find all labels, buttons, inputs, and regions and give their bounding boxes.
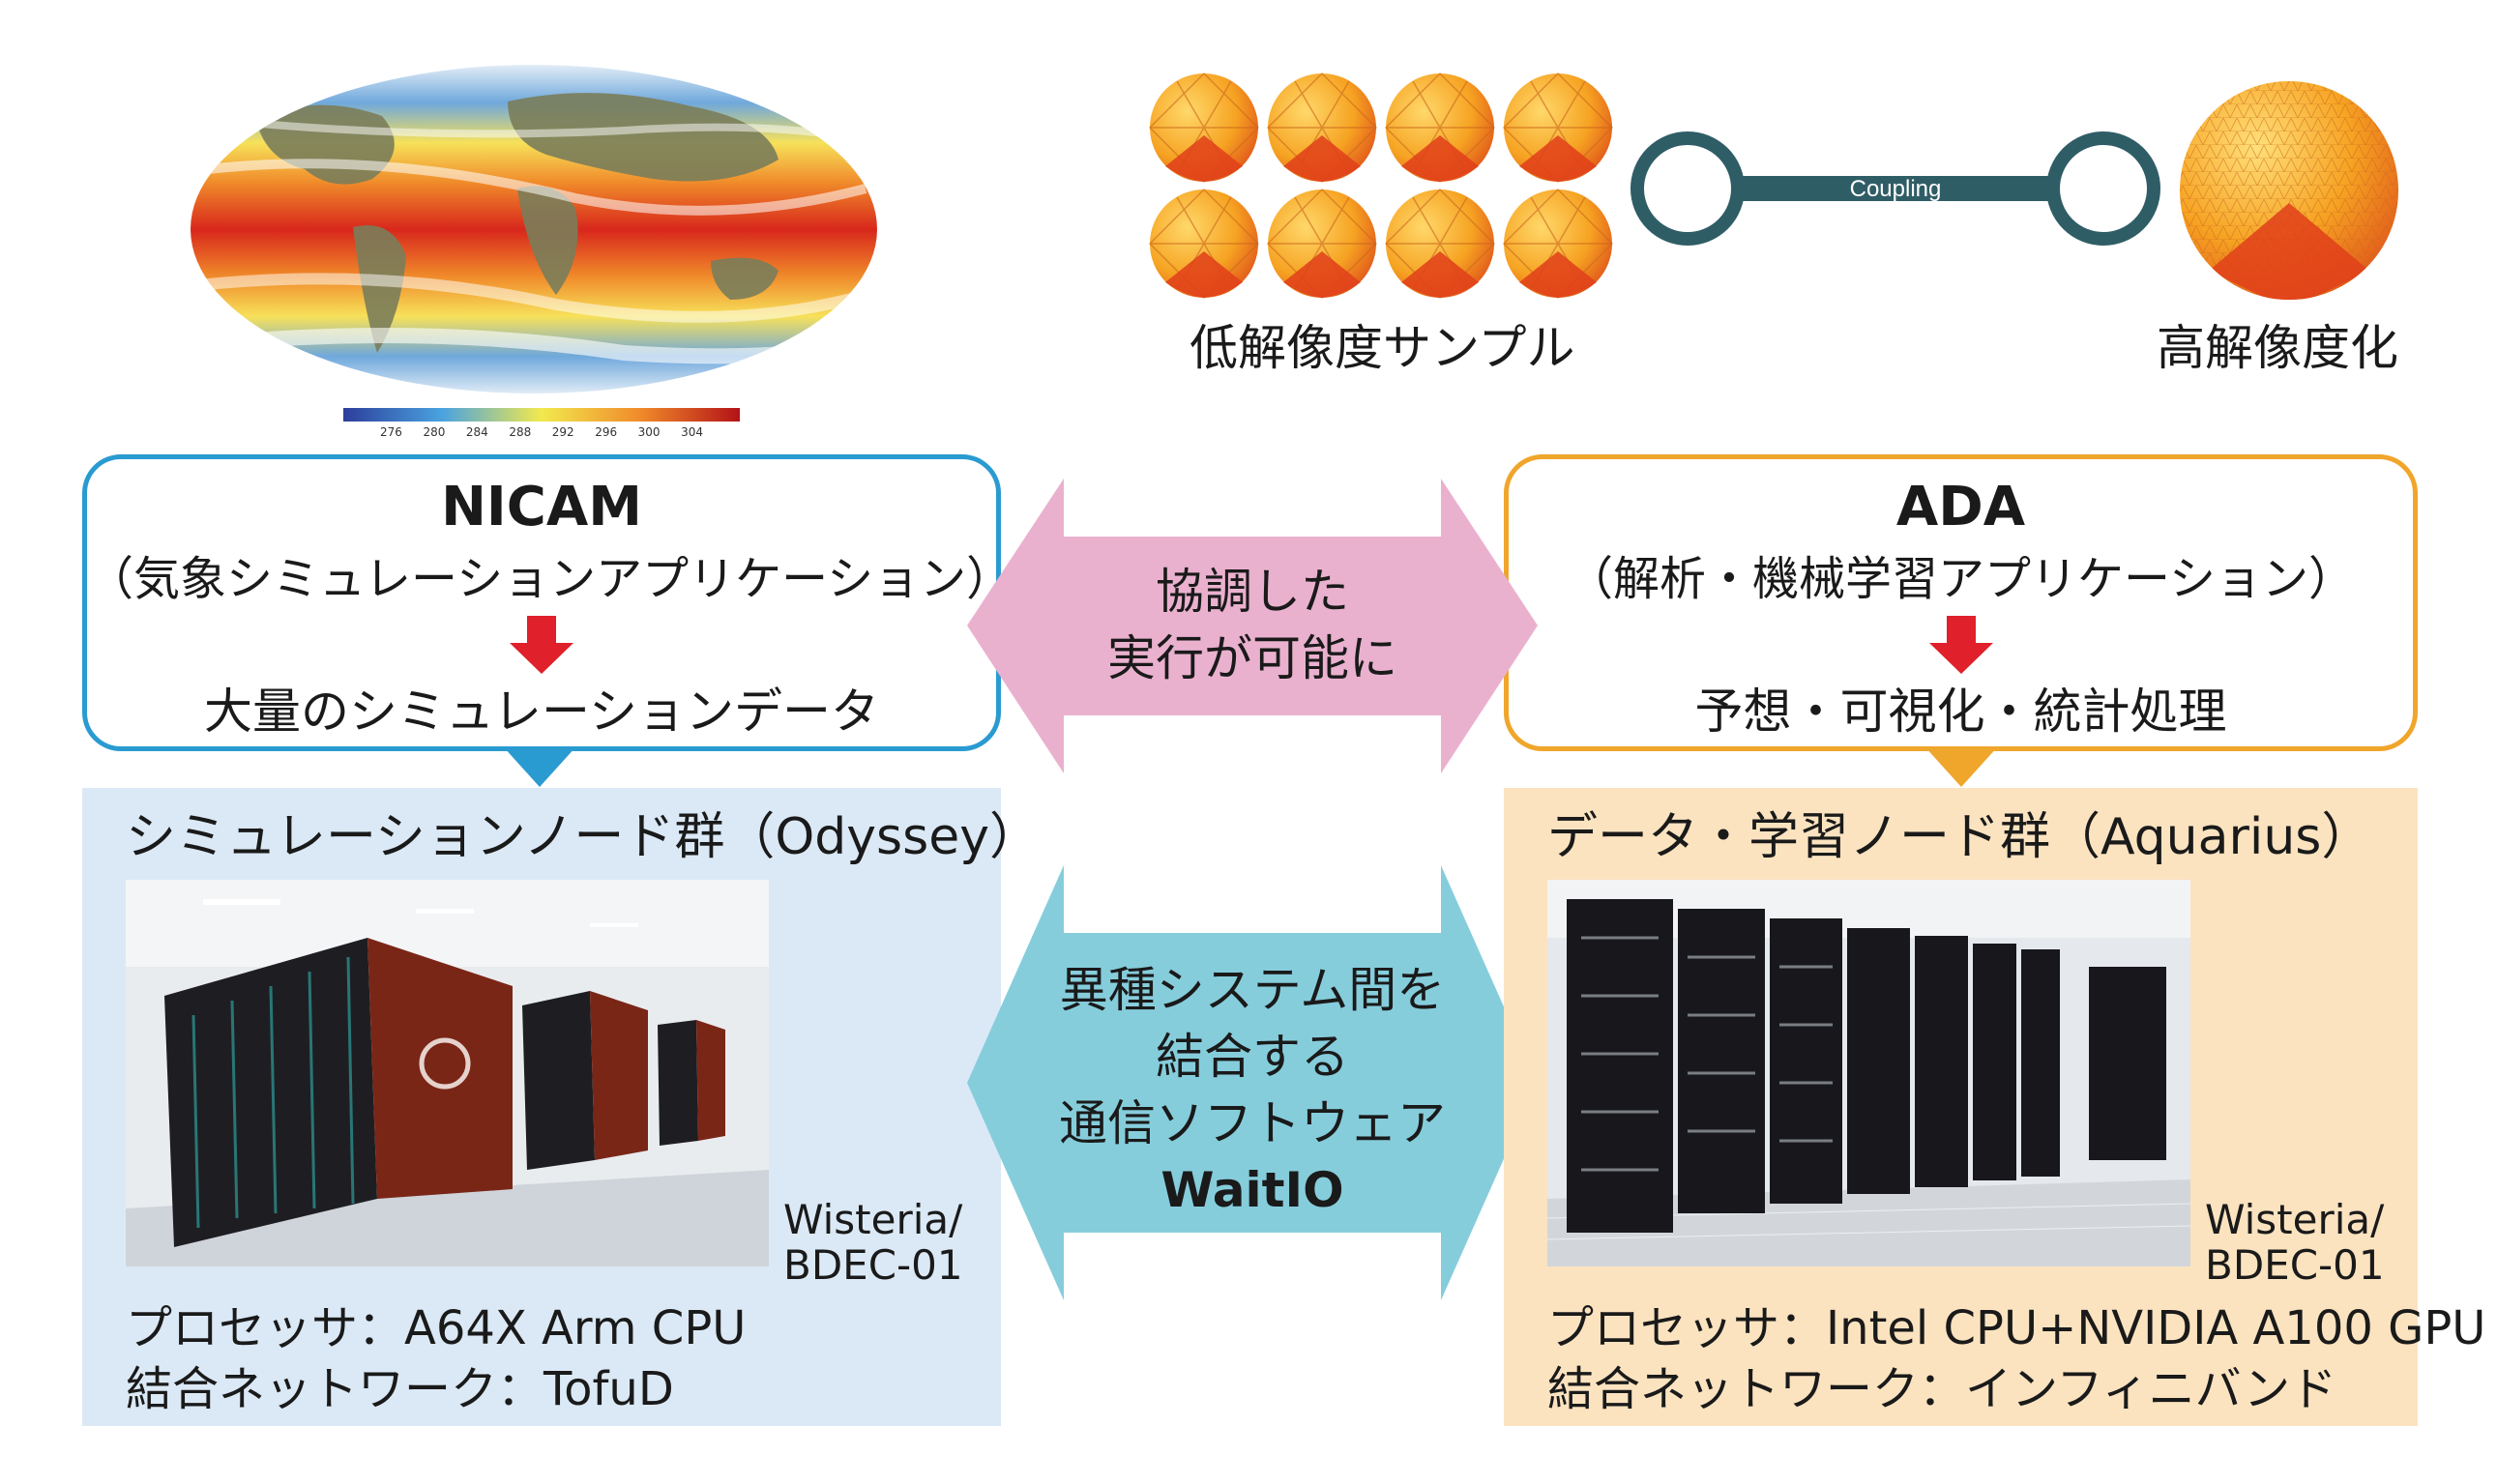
waitio-double-arrow-icon	[967, 865, 1538, 1300]
aquarius-label-line: Wisteria/	[2205, 1196, 2385, 1243]
odyssey-title: シミュレーションノード群（Odyssey）	[126, 808, 1040, 866]
nicam-title: NICAM	[441, 476, 642, 538]
odyssey-processor: プロセッサ：A64X Arm CPU	[126, 1301, 747, 1355]
colorbar-tick: 304	[681, 425, 703, 439]
coupling-label: Coupling	[1850, 176, 1942, 202]
low-res-sphere	[1267, 73, 1377, 183]
world-map-image	[191, 65, 877, 393]
colorbar-tick: 300	[637, 425, 661, 439]
coop-text: 協調した 実行が可能に	[1059, 559, 1446, 692]
waitio-line: 結合する	[1156, 1029, 1349, 1085]
colorbar-tick: 292	[551, 425, 574, 439]
aquarius-network: 結合ネットワーク：インフィニバンド	[1547, 1362, 2337, 1416]
waitio-line: 異種システム間を	[1059, 962, 1446, 1018]
low-res-sphere	[1503, 73, 1613, 183]
ada-pointer-icon	[1924, 746, 1998, 787]
ada-output: 予想・可視化・統計処理	[1694, 684, 2227, 740]
ada-title: ADA	[1895, 476, 2026, 538]
waitio-line: 通信ソフトウェア	[1059, 1095, 1446, 1151]
waitio-name: WaitIO	[1160, 1162, 1344, 1218]
odyssey-network: 結合ネットワーク：TofuD	[126, 1362, 674, 1416]
colorbar-tick: 280	[423, 425, 446, 439]
nicam-subtitle: （気象シミュレーションアプリケーション）	[87, 552, 1013, 606]
odyssey-system-label: Wisteria/ BDEC-01	[783, 1197, 963, 1289]
high-res-sphere	[2180, 81, 2398, 300]
odyssey-label-line: Wisteria/	[783, 1196, 963, 1243]
coop-line: 協調した	[1156, 564, 1349, 620]
aquarius-system-label: Wisteria/ BDEC-01	[2205, 1197, 2385, 1289]
low-res-sphere	[1149, 73, 1259, 183]
aquarius-photo	[1547, 880, 2190, 1266]
down-arrow-icon	[1928, 616, 1993, 674]
aquarius-processor: プロセッサ：Intel CPU+NVIDIA A100 GPU	[1547, 1301, 2486, 1355]
aquarius-label-line: BDEC-01	[2205, 1241, 2385, 1290]
coupling-link: Coupling	[1630, 131, 2160, 246]
coop-double-arrow-icon	[967, 479, 1538, 773]
colorbar-tick: 296	[595, 425, 618, 439]
low-res-sphere	[1385, 73, 1495, 183]
colorbar-tick: 284	[465, 425, 488, 439]
low-res-sphere	[1385, 189, 1495, 299]
ada-app-box: ADA （解析・機械学習アプリケーション） 予想・可視化・統計処理	[1504, 454, 2418, 751]
low-res-sphere	[1267, 189, 1377, 299]
ada-subtitle: （解析・機械学習アプリケーション）	[1566, 552, 2356, 606]
odyssey-photo	[126, 880, 769, 1266]
odyssey-panel: シミュレーションノード群（Odyssey） Wisteria/ BDEC-01 …	[82, 788, 1040, 1426]
odyssey-label-line: BDEC-01	[783, 1241, 963, 1290]
down-arrow-icon	[510, 616, 573, 674]
high-res-caption: 高解像度化	[2157, 320, 2398, 376]
aquarius-panel: データ・学習ノード群（Aquarius） Wisteria/	[1504, 788, 2485, 1426]
aquarius-title: データ・学習ノード群（Aquarius）	[1547, 808, 2372, 866]
nicam-app-box: NICAM （気象シミュレーションアプリケーション） 大量のシミュレーションデー…	[82, 454, 1013, 751]
coop-line: 実行が可能に	[1107, 630, 1397, 686]
nicam-pointer-icon	[503, 746, 576, 787]
colorbar-tick: 276	[380, 425, 402, 439]
colorbar-tick: 288	[509, 425, 532, 439]
temperature-colorbar: 276 280 284 288 292 296 300 304	[343, 408, 740, 443]
waitio-text: 異種システム間を 結合する 通信ソフトウェア WaitIO	[1040, 957, 1465, 1224]
low-res-sphere	[1149, 189, 1259, 299]
low-res-sphere-grid	[1149, 73, 1613, 299]
low-res-caption: 低解像度サンプル	[1190, 320, 1575, 376]
low-res-sphere	[1503, 189, 1613, 299]
nicam-output: 大量のシミュレーションデータ	[204, 684, 879, 740]
